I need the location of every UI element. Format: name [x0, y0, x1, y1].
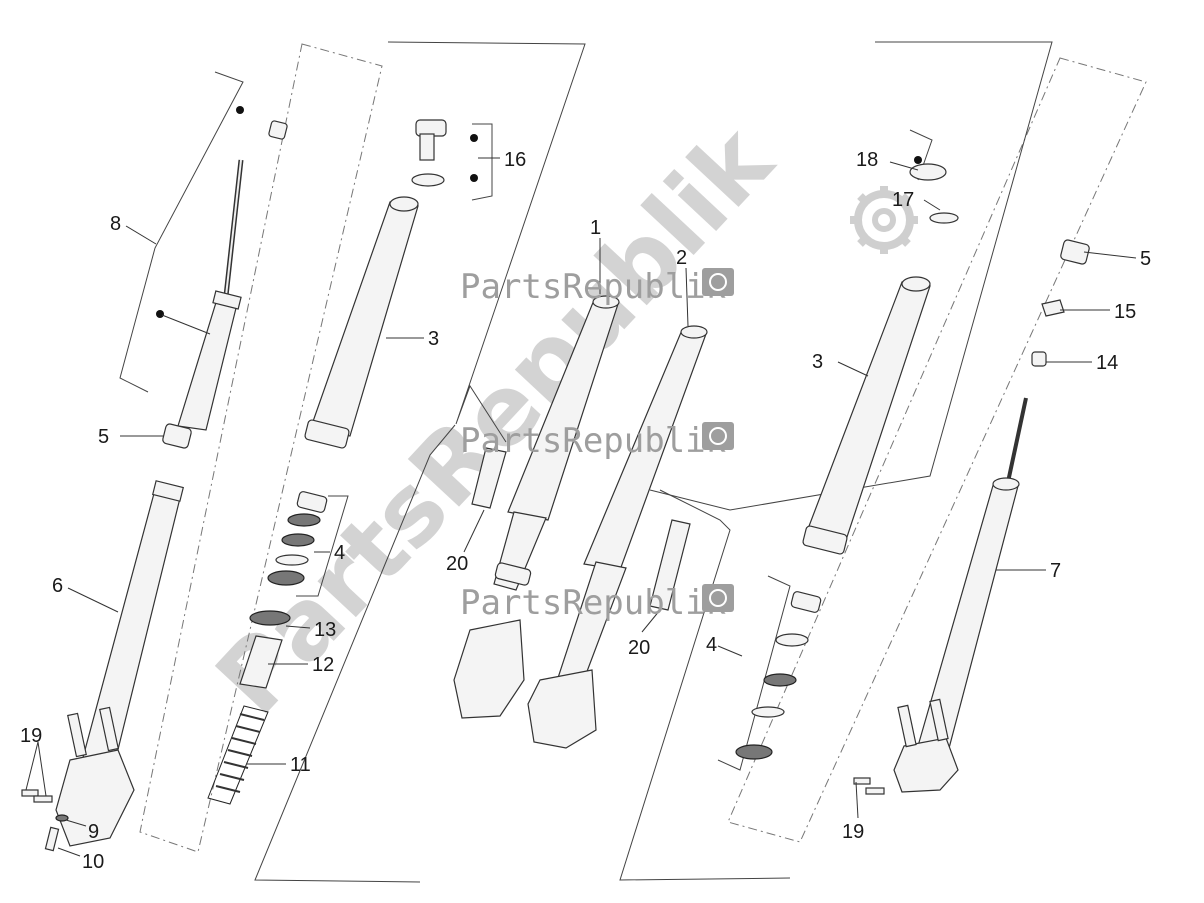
callout-4-left: 4 — [334, 542, 345, 564]
part-6-outer-tube — [55, 480, 185, 847]
gear-flag-icon — [702, 584, 734, 612]
bracket-1-lower — [254, 424, 456, 883]
callout-5-left: 5 — [98, 426, 109, 448]
callout-6: 6 — [52, 575, 63, 597]
part-20-left-guard — [471, 447, 507, 509]
part-20-right-guard — [649, 519, 691, 611]
part-16-top-cap — [411, 119, 478, 187]
part-14-nut — [1031, 351, 1047, 367]
bracket-2-frame — [649, 41, 1053, 511]
callout-13: 13 — [314, 619, 336, 641]
part-2-fork-leg — [527, 325, 708, 749]
leader-lines — [25, 157, 1137, 857]
part-15-washer — [1041, 299, 1065, 317]
part-7-outer-tube — [893, 397, 1028, 793]
right-bolts — [853, 777, 885, 795]
bracket-16 — [471, 123, 493, 201]
svg-text:PartsRepublik: PartsRepublik — [460, 421, 726, 461]
callout-3-left: 3 — [428, 328, 439, 350]
left-assembly-frame — [139, 43, 383, 853]
callout-16: 16 — [504, 149, 526, 171]
callout-18: 18 — [856, 149, 878, 171]
callout-2: 2 — [676, 247, 687, 269]
callout-8: 8 — [110, 213, 121, 235]
part-11-spring — [207, 705, 269, 805]
gear-flag-icon — [702, 268, 734, 296]
callout-1: 1 — [590, 217, 601, 239]
watermark-brand-2: PartsRepublik — [460, 421, 734, 461]
bracket-4-left — [296, 495, 349, 597]
svg-text:PartsRepublik: PartsRepublik — [460, 267, 726, 307]
callout-19-right: 19 — [842, 821, 864, 843]
callout-17: 17 — [892, 189, 914, 211]
callout-4-right: 4 — [706, 634, 717, 656]
callout-12: 12 — [312, 654, 334, 676]
part-18-cap — [909, 156, 959, 224]
part-13-ring — [249, 610, 291, 626]
part-1-fork-leg — [453, 295, 620, 719]
callout-15: 15 — [1114, 301, 1136, 323]
right-assembly-frame — [727, 57, 1147, 843]
callout-10: 10 — [82, 851, 104, 873]
bracket-2-lower — [619, 489, 791, 881]
svg-text:PartsRepublik: PartsRepublik — [460, 583, 726, 623]
callout-20-right: 20 — [628, 637, 650, 659]
watermark-brand-3: PartsRepublik — [460, 583, 734, 623]
callout-9: 9 — [88, 821, 99, 843]
callout-3-right: 3 — [812, 351, 823, 373]
bracket-8 — [119, 71, 244, 393]
bracket-1-frame — [387, 41, 586, 443]
part-8-cartridge — [156, 106, 288, 431]
callout-14: 14 — [1096, 352, 1118, 374]
part-4-right-seal-stack — [735, 591, 822, 760]
part-5-left-bushing — [162, 423, 192, 449]
callout-20-left: 20 — [446, 553, 468, 575]
callout-7: 7 — [1050, 560, 1061, 582]
part-5-right-bushing — [1060, 239, 1090, 265]
part-3-left-inner-tube — [304, 196, 419, 449]
left-bolts — [21, 789, 69, 852]
part-4-left-seal-stack — [267, 491, 328, 586]
callout-11: 11 — [290, 754, 311, 776]
callout-5-right: 5 — [1140, 248, 1151, 270]
watermark-brand-1: PartsRepublik — [460, 267, 734, 307]
part-3-right-inner-tube — [802, 276, 931, 555]
gear-flag-icon — [702, 422, 734, 450]
callout-labels: 1 2 3 3 4 4 5 5 6 7 8 9 10 11 12 13 14 1… — [20, 149, 1151, 873]
gear-watermark-icon — [850, 186, 918, 254]
callout-19-left: 19 — [20, 725, 42, 747]
part-12-spacer — [239, 635, 283, 689]
